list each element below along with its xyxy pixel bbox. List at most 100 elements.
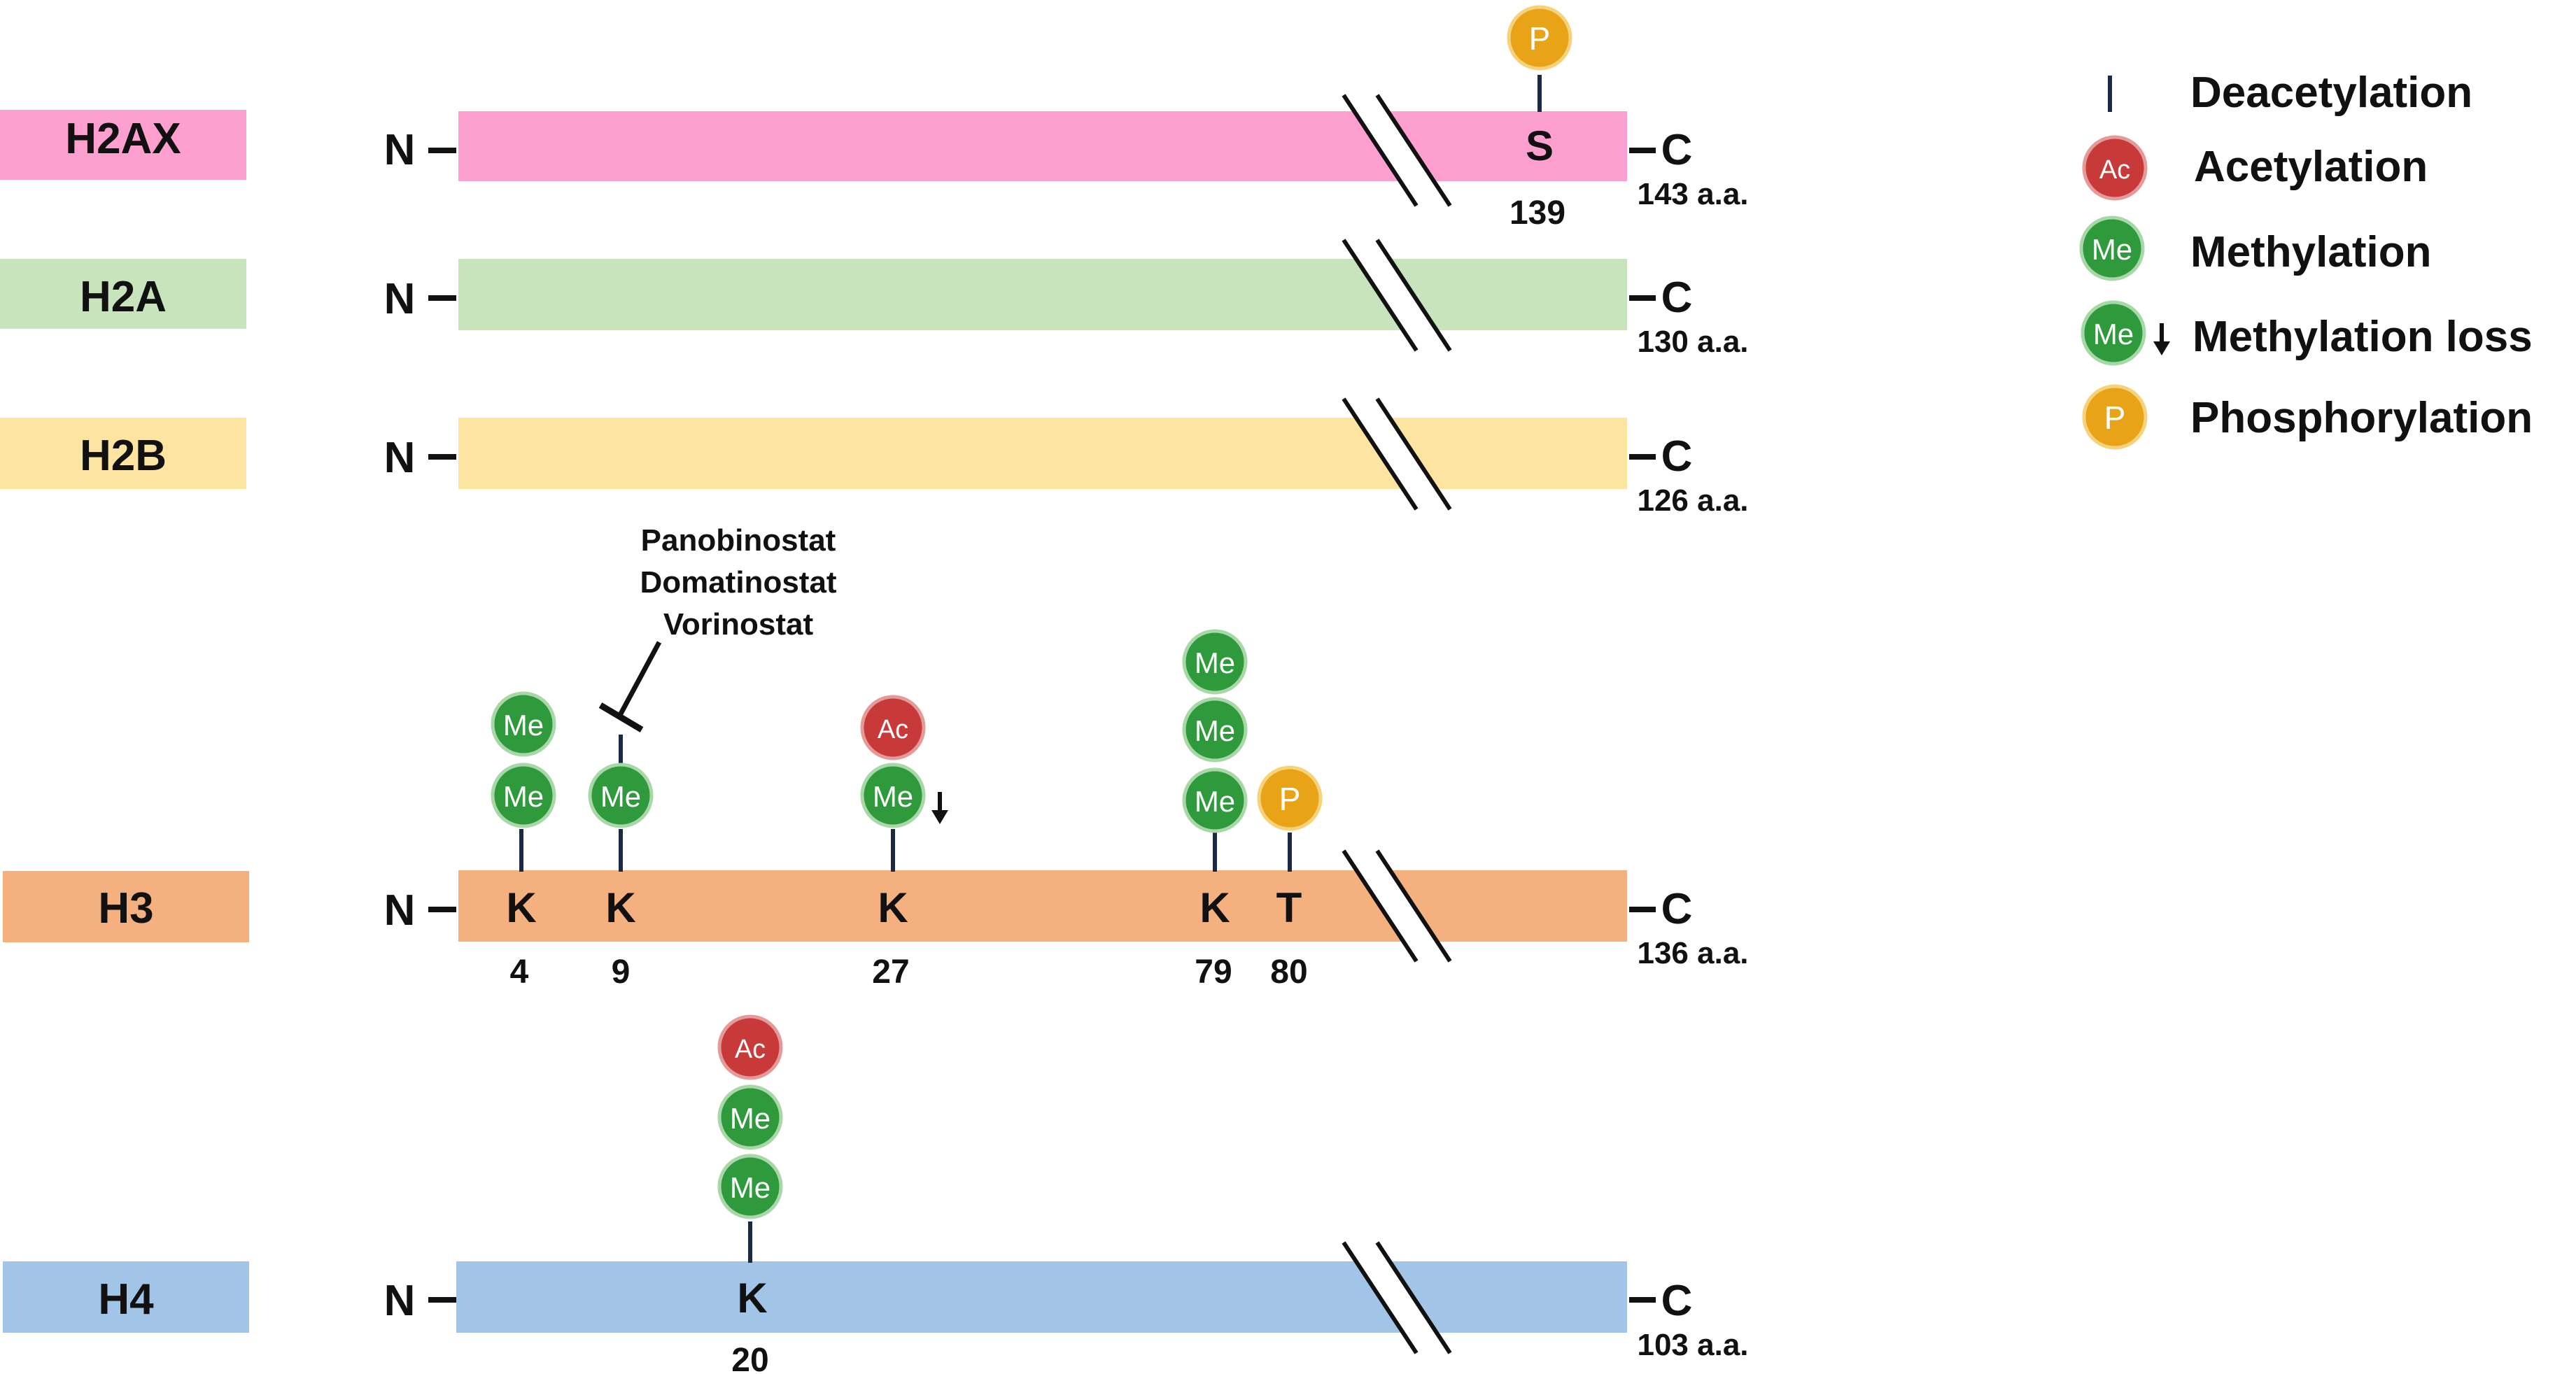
methylation-icon: Me [717, 1154, 783, 1219]
histone-label-box [0, 259, 246, 329]
acetylation-icon: Ac [2082, 135, 2148, 201]
svg-text:Ac: Ac [878, 715, 908, 744]
residue-position: 80 [1270, 954, 1307, 991]
inhibitor-name: Vorinostat [663, 607, 814, 642]
site-k9: K 9 Me [588, 735, 654, 991]
svg-text:Me: Me [1195, 646, 1235, 679]
c-terminus-label: C [1661, 126, 1693, 174]
residue-position: 139 [1509, 194, 1565, 232]
svg-text:Me: Me [873, 780, 913, 813]
histone-bar [458, 870, 1627, 942]
down-arrow-icon [2153, 323, 2170, 355]
legend: Deacetylation Ac Acetylation Me Methylat… [2079, 69, 2533, 450]
residue-letter: T [1276, 884, 1302, 931]
legend-label: Acetylation [2194, 143, 2428, 191]
svg-text:Me: Me [1195, 785, 1235, 818]
length-label: 143 a.a. [1637, 177, 1748, 211]
methylation-icon: Me [1182, 629, 1248, 695]
svg-text:Ac: Ac [2099, 155, 2130, 185]
legend-item-acetylation: Ac Acetylation [2082, 135, 2428, 201]
n-terminus-label: N [384, 1277, 416, 1325]
svg-text:Me: Me [600, 780, 641, 813]
site-s139: S 139 P [1507, 5, 1572, 232]
phosphorylation-icon: P [2082, 384, 2148, 450]
histone-label: H2AX [65, 115, 181, 163]
c-terminus-label: C [1661, 274, 1693, 322]
histone-bar [458, 418, 1627, 489]
histone-row-h4: H4 N C 103 a.a. K 20 Me Me Ac [3, 1014, 1749, 1374]
site-k79: K 79 Me Me Me [1182, 629, 1248, 991]
legend-label: Methylation [2190, 228, 2431, 276]
histone-label-box [3, 871, 249, 942]
histone-label-box [0, 418, 246, 489]
legend-item-methylation-loss: Me Methylation loss [2081, 300, 2533, 366]
residue-position: 9 [612, 954, 631, 991]
histone-row-h2a: H2A N C 130 a.a. [0, 239, 1749, 359]
inhibition-line [617, 641, 662, 718]
legend-label: Methylation loss [2193, 313, 2533, 361]
residue-position: 79 [1195, 954, 1232, 991]
break-mark [1342, 849, 1452, 963]
histone-label: H3 [98, 884, 153, 933]
residue-position: 4 [510, 954, 529, 991]
inhibitor-name: Domatinostat [640, 565, 836, 600]
methylation-icon: Me [717, 1084, 783, 1150]
histone-label: H2B [80, 432, 167, 480]
histone-bar [458, 259, 1627, 330]
residue-letter: K [605, 884, 635, 931]
methylation-icon: Me [860, 763, 926, 828]
inhibitor-name: Panobinostat [641, 523, 836, 558]
legend-item-phosphorylation: P Phosphorylation [2082, 384, 2533, 450]
methylation-icon: Me [1182, 697, 1248, 763]
histone-label: H2A [80, 273, 167, 321]
svg-text:Me: Me [503, 709, 544, 742]
length-label: 126 a.a. [1637, 483, 1748, 518]
svg-text:P: P [2104, 399, 2126, 436]
phosphorylation-icon: P [1257, 765, 1323, 831]
acetylation-icon: Ac [860, 695, 926, 760]
legend-item-deacetylation: Deacetylation [2108, 69, 2472, 117]
svg-text:Me: Me [730, 1171, 770, 1204]
residue-letter: K [506, 884, 536, 931]
methylation-icon: Me [2079, 215, 2145, 281]
n-terminus-label: N [384, 886, 416, 935]
histone-bar [458, 111, 1627, 181]
svg-text:Me: Me [730, 1102, 770, 1135]
histone-label-box [3, 1261, 249, 1333]
down-arrow-icon [931, 792, 948, 824]
break-mark [1342, 1241, 1452, 1354]
svg-text:Me: Me [2092, 233, 2132, 266]
length-label: 103 a.a. [1637, 1328, 1748, 1362]
legend-label: Phosphorylation [2190, 394, 2533, 442]
svg-text:Me: Me [503, 780, 544, 813]
break-mark [1342, 94, 1452, 207]
svg-text:Me: Me [1195, 714, 1235, 747]
methylation-icon: Me [588, 763, 654, 828]
svg-text:Me: Me [2093, 318, 2134, 350]
residue-position: 27 [872, 954, 909, 991]
residue-letter: K [878, 884, 908, 931]
histone-row-h2ax: H2AX N C 143 a.a. S 139 P [0, 5, 1749, 232]
c-terminus-label: C [1661, 432, 1693, 481]
site-k4: K 4 Me Me [491, 691, 556, 991]
site-k27: K 27 Me Ac [860, 695, 948, 991]
residue-letter: K [1199, 884, 1230, 931]
site-t80: T 80 P [1257, 765, 1323, 991]
methylation-icon: Me [491, 763, 556, 828]
inhibitor-annotation: Panobinostat Domatinostat Vorinostat [598, 523, 837, 732]
inhibition-bar [598, 702, 644, 732]
site-k20: K 20 Me Me Ac [717, 1014, 783, 1374]
histone-row-h3: H3 N C 136 a.a. K 4 Me Me K [3, 629, 1749, 991]
histone-label: H4 [98, 1275, 154, 1324]
svg-text:P: P [1279, 781, 1301, 817]
break-mark [1342, 397, 1452, 511]
n-terminus-label: N [384, 434, 416, 482]
legend-item-methylation: Me Methylation [2079, 215, 2431, 281]
methylation-icon: Me [1182, 767, 1248, 833]
histone-row-h2b: H2B N C 126 a.a. [0, 397, 1749, 518]
svg-text:P: P [1529, 20, 1551, 57]
c-terminus-label: C [1661, 1277, 1693, 1325]
residue-letter: S [1526, 122, 1554, 169]
residue-position: 20 [731, 1342, 768, 1374]
phosphorylation-icon: P [1507, 5, 1572, 71]
